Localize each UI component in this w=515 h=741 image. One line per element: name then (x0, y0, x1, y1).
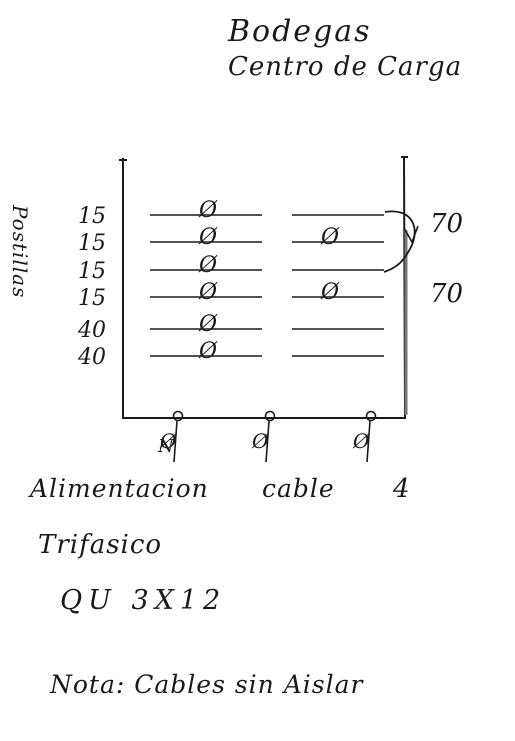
left-breaker-symbol: Ø (198, 339, 218, 364)
feed-cable-note: cable (262, 474, 335, 503)
left-rating-label: 40 (77, 345, 106, 370)
feed-phase-symbol: Ø (159, 429, 177, 453)
right-rating-label: 70 (430, 209, 463, 239)
left-breaker-symbol: Ø (198, 253, 218, 278)
phase-note: Trifasico (38, 530, 163, 560)
bracket-hook (403, 225, 419, 244)
feed-size-note: 4 (393, 474, 410, 504)
panel-box (119, 156, 408, 419)
feed-wire (265, 420, 270, 463)
right-rating-label: 70 (430, 279, 463, 309)
right-breaker-rows: ØØ (292, 214, 384, 357)
left-rating-label: 15 (78, 204, 106, 229)
feed-note: Alimentacion (30, 474, 209, 503)
left-rating-label: 15 (78, 259, 106, 284)
neutral-mark: N (157, 436, 175, 457)
feed-terminal (172, 410, 184, 422)
left-rating-label: 15 (78, 286, 106, 311)
feed-terminal (365, 410, 377, 422)
feed-phase-symbol: Ø (251, 429, 269, 453)
feed-wire (173, 420, 178, 463)
right-breaker-symbol: Ø (320, 225, 340, 250)
feed-phase-symbol: Ø (352, 429, 370, 453)
right-breaker-symbol: Ø (320, 280, 340, 305)
feed-terminal (264, 410, 276, 422)
left-rating-label: 15 (78, 231, 106, 256)
remark-note: Nota: Cables sin Aislar (50, 670, 364, 699)
left-rating-label: 40 (77, 318, 106, 343)
page-title: Bodegas (228, 14, 372, 49)
left-breaker-symbol: Ø (198, 198, 218, 223)
two-pole-bracket (383, 210, 416, 273)
left-breaker-symbol: Ø (198, 280, 218, 305)
feed-wire (366, 420, 371, 463)
side-label: Postillas (8, 205, 32, 299)
page-subtitle: Centro de Carga (228, 52, 463, 82)
left-breaker-symbol: Ø (198, 312, 218, 337)
left-breaker-symbol: Ø (198, 225, 218, 250)
conductor-note: QU 3X12 (60, 585, 227, 616)
